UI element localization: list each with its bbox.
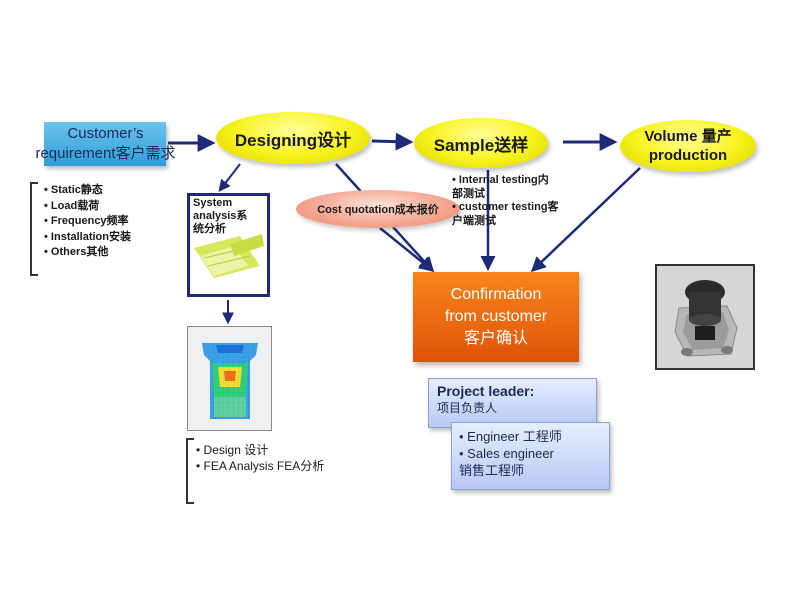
project-leader-title: Project leader: — [437, 383, 535, 399]
sample-oval: Sample送样 — [414, 118, 548, 168]
design-list: Design 设计 FEA Analysis FEA分析 — [196, 442, 325, 474]
requirement-item: Others其他 — [44, 245, 131, 261]
system-analysis-line1: System — [193, 197, 233, 209]
customer-requirement-line2: requirement客户需求 — [35, 145, 176, 162]
design-item: Design 设计 — [196, 442, 324, 458]
design-bracket — [186, 438, 194, 504]
testing-line3: • customer testing客 — [452, 201, 559, 213]
requirement-bracket — [30, 182, 38, 276]
confirmation-line3: 客户确认 — [463, 330, 528, 347]
team-line1: • Engineer 工程师 — [459, 429, 562, 444]
requirement-item: Static静态 — [44, 183, 131, 199]
arrow-cost-to-confirm — [379, 227, 435, 272]
requirement-item: Load载荷 — [44, 199, 131, 215]
system-analysis-box — [187, 193, 270, 297]
requirement-item: Frequency频率 — [44, 214, 131, 230]
requirement-list: Static静态 Load载荷 Frequency频率 Installation… — [44, 183, 131, 261]
system-analysis-image — [194, 234, 264, 278]
project-leader-subtitle: 项目负责人 — [437, 401, 498, 415]
customer-requirement-line1: Customer’s — [67, 125, 144, 142]
testing-line1: • Internal testing内 — [452, 174, 549, 186]
team-line2: • Sales engineer — [459, 446, 554, 461]
cost-quotation-label: Cost quotation成本报价 — [317, 204, 439, 216]
designing-label: Designing设计 — [234, 130, 352, 150]
fea-mesh-image — [187, 326, 272, 431]
requirement-item: Installation安装 — [44, 230, 131, 246]
arrow-design-to-sample — [371, 132, 414, 151]
system-analysis-line3: 统分析 — [193, 223, 226, 235]
team-line3: 销售工程师 — [459, 463, 525, 478]
team-box: • Engineer 工程师 • Sales engineer 销售工程师 — [451, 422, 610, 490]
system-analysis-line2: analysis系 — [193, 210, 248, 222]
sample-label: Sample送样 — [433, 135, 529, 155]
cost-quotation-oval: Cost quotation成本报价 — [296, 190, 460, 228]
customer-requirement-box — [44, 122, 166, 166]
confirmation-line2: from customer — [444, 308, 548, 325]
testing-line2: 部测试 — [452, 187, 485, 200]
system-analysis-title: System analysis系 统分析 — [193, 197, 269, 236]
volume-production-oval: Volume 量产 production — [620, 120, 756, 172]
engine-mount-photo — [655, 264, 755, 370]
testing-line4: 户端测试 — [452, 214, 496, 227]
project-leader-box: Project leader: 项目负责人 — [428, 378, 597, 428]
arrow-design-to-system — [218, 163, 241, 192]
arrow-volume-to-confirm — [530, 167, 641, 273]
engine-mount-graphic — [657, 266, 753, 368]
testing-list: • Internal testing内 部测试 • customer testi… — [452, 174, 559, 228]
designing-oval: Designing设计 — [216, 112, 370, 164]
confirmation-line1: Confirmation — [450, 286, 542, 303]
customer-requirement-label: Customer’s requirement客户需求 — [28, 124, 183, 164]
design-item: FEA Analysis FEA分析 — [196, 458, 325, 474]
volume-line1: Volume 量产 — [644, 128, 732, 145]
volume-line2: production — [648, 147, 728, 164]
confirmation-box: Confirmation from customer 客户确认 — [413, 272, 579, 362]
fea-mesh-graphic — [188, 327, 271, 430]
